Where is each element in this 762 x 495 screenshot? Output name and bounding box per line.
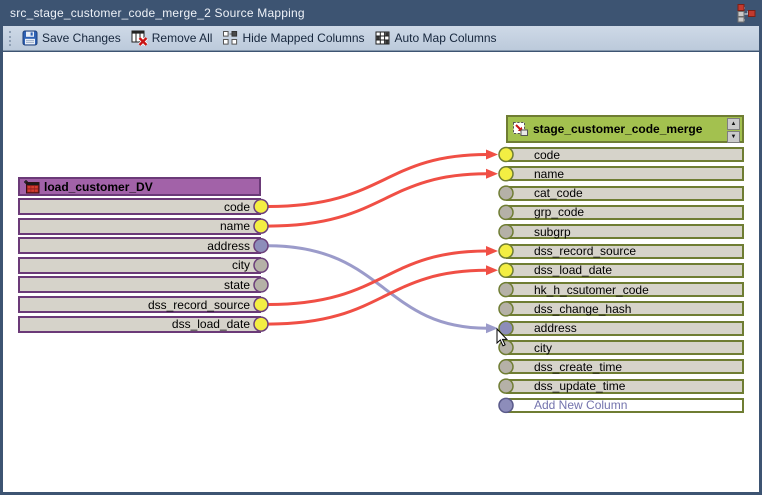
target-column-row-city[interactable]: city (506, 340, 744, 355)
link-arrowhead (486, 246, 498, 256)
add-new-column-row[interactable]: Add New Column (506, 397, 744, 413)
table-title: load_customer_DV (44, 179, 153, 194)
toolbar-button-label: Hide Mapped Columns (242, 31, 365, 45)
chevron-down-icon: ▼ (730, 134, 737, 140)
table-title: stage_customer_code_merge (533, 122, 703, 136)
target-column-row-hk_h_csutomer_code[interactable]: hk_h_csutomer_code (506, 282, 744, 298)
target-column-row-subgrp[interactable]: subgrp (506, 224, 744, 240)
target-column-row-dss_change_hash[interactable]: dss_change_hash (506, 301, 744, 317)
target-column-row-dss_create_time[interactable]: dss_create_time (506, 359, 744, 375)
mapping-link-address-to-address[interactable] (266, 244, 489, 330)
toolbar-button-label: Auto Map Columns (394, 31, 497, 45)
link-arrowhead (486, 323, 498, 334)
source-column-row-city[interactable]: city (18, 256, 261, 274)
source-column-row-state[interactable]: state (18, 276, 261, 294)
source-column-row-address[interactable]: address (18, 237, 261, 255)
hierarchy-icon (736, 3, 756, 23)
mapping-link-name-to-name[interactable] (266, 172, 489, 228)
hide-mapped-icon (222, 30, 238, 46)
scroll-down-button[interactable]: ▼ (727, 131, 740, 143)
mapping-link-code-to-code[interactable] (266, 153, 489, 208)
toolbar-grip[interactable] (9, 30, 12, 46)
target-column-row-dss_record_source[interactable]: dss_record_source (506, 243, 744, 259)
save-icon (22, 30, 38, 46)
source-column-row-dss_load_date[interactable]: dss_load_date (18, 315, 261, 333)
hide-mapped-columns-button[interactable]: Hide Mapped Columns (219, 28, 371, 48)
remove-all-button[interactable]: Remove All (128, 28, 220, 48)
target-column-row-grp_code[interactable]: grp_code (506, 204, 744, 220)
target-column-row-dss_load_date[interactable]: dss_load_date (506, 262, 744, 278)
mapping-link-dss_load_date-to-dss_load_date[interactable] (266, 268, 489, 326)
target-column-row-name[interactable]: name (506, 166, 744, 182)
target-column-row-cat_code[interactable]: cat_code (506, 185, 744, 201)
link-arrowhead (486, 149, 498, 160)
load-table-icon (512, 121, 529, 137)
table-icon (24, 179, 40, 194)
source-column-row-name[interactable]: name (18, 217, 261, 235)
auto-map-columns-button[interactable]: Auto Map Columns (372, 28, 504, 48)
chevron-up-icon: ▲ (730, 121, 737, 127)
source-column-row-dss_record_source[interactable]: dss_record_source (18, 296, 261, 313)
link-arrowhead (486, 168, 498, 179)
toolbar-button-label: Save Changes (42, 31, 121, 45)
link-arrowhead (486, 265, 498, 276)
target-column-row-code[interactable]: code (506, 147, 744, 162)
toolbar: Save Changes Remove All Hide Mapped Column… (3, 26, 759, 51)
window-title: src_stage_customer_code_merge_2 Source M… (10, 6, 305, 20)
save-changes-button[interactable]: Save Changes (19, 28, 128, 48)
source-column-row-code[interactable]: code (18, 198, 261, 215)
remove-all-icon (131, 30, 148, 46)
scroll-up-button[interactable]: ▲ (727, 118, 740, 130)
table-header[interactable]: load_customer_DV (18, 177, 261, 196)
toolbar-button-label: Remove All (151, 31, 213, 45)
titlebar[interactable]: src_stage_customer_code_merge_2 Source M… (0, 0, 762, 26)
target-column-row-address[interactable]: address (506, 320, 744, 336)
target-column-row-dss_update_time[interactable]: dss_update_time (506, 378, 744, 394)
mapping-link-dss_record_source-to-dss_record_source[interactable] (266, 249, 489, 306)
table-header[interactable]: stage_customer_code_merge ▲ ▼ (506, 115, 744, 143)
auto-map-icon (375, 30, 391, 46)
